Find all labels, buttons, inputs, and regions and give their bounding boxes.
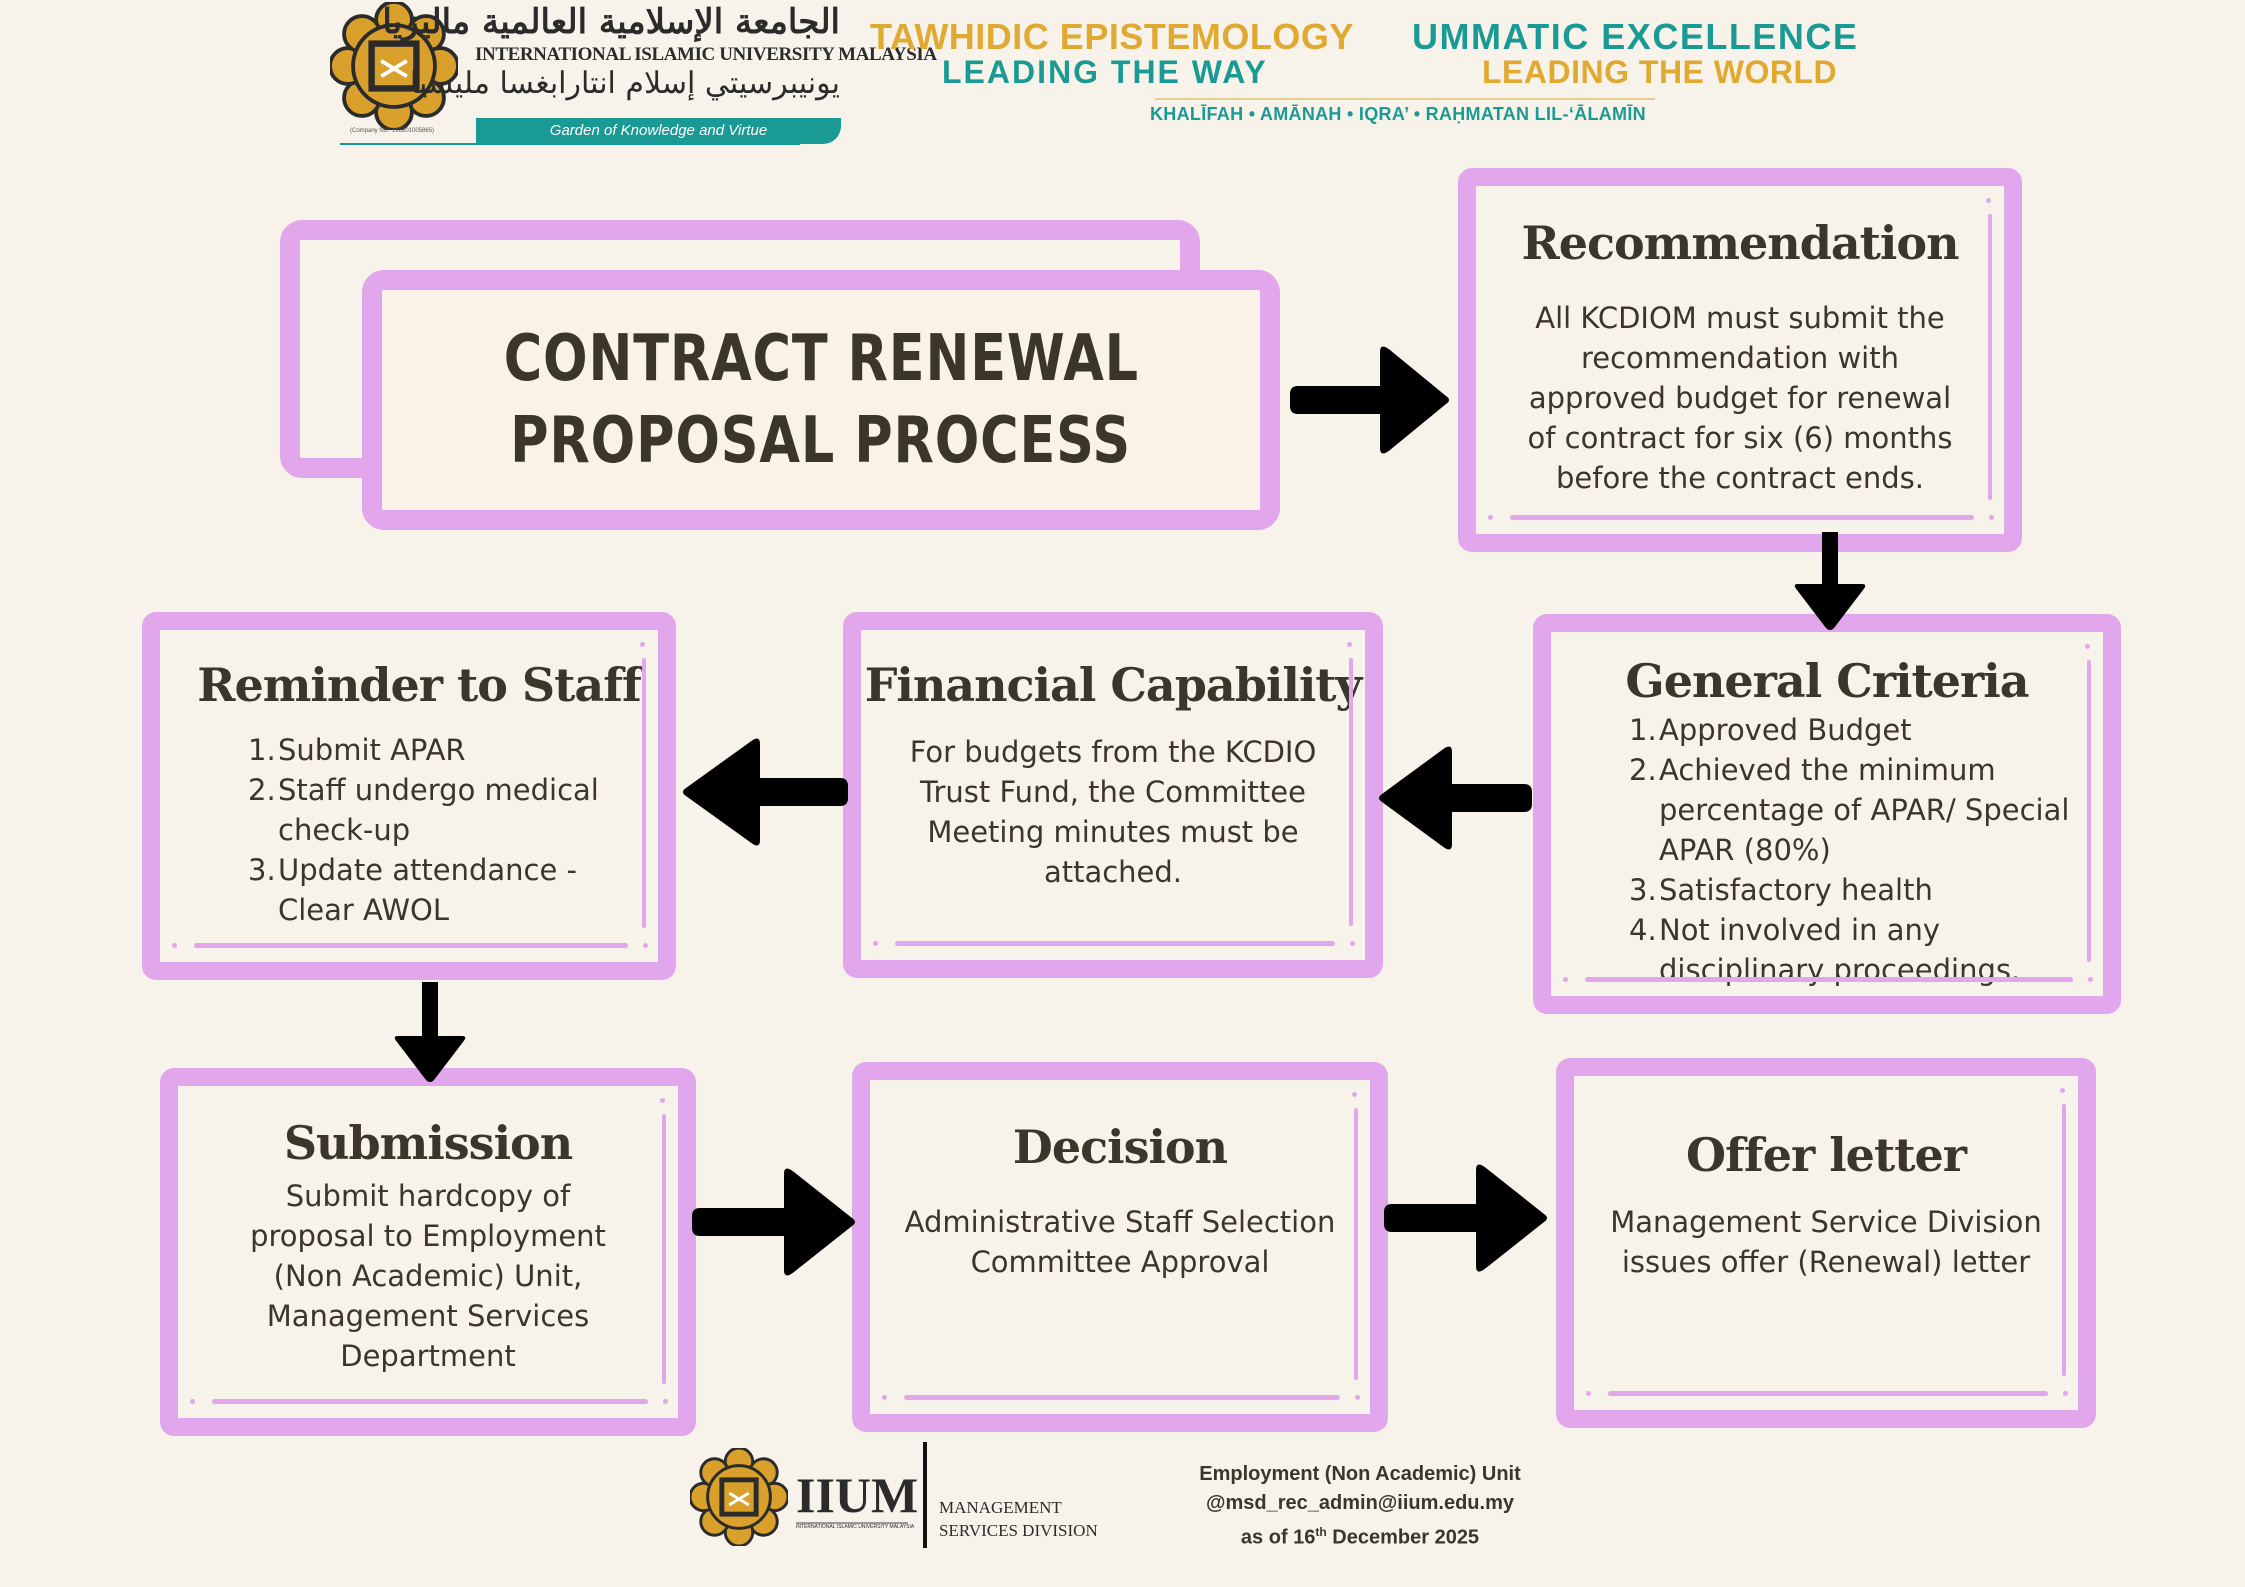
page-title-line1: CONTRACT RENEWAL [503, 322, 1139, 396]
arrow-left-icon [1374, 740, 1534, 856]
iium-header-logo: الجامعة الإسلامية العالمية ماليزيا INTER… [330, 0, 937, 148]
step-description: Administrative Staff Selection Committee… [904, 1205, 1336, 1279]
iium-emblem-icon [690, 1448, 788, 1546]
arrow-right-icon [1382, 1158, 1554, 1278]
page-title-line2: PROPOSAL PROCESS [510, 404, 1132, 478]
footer-contact: Employment (Non Academic) Unit @msd_rec_… [1150, 1460, 1570, 1553]
list-item: 4.Not involved in any disciplinary proce… [1629, 913, 2021, 987]
step-offer-letter: Offer letter Management Service Division… [1556, 1058, 2096, 1428]
tagline-underline [340, 143, 800, 145]
arrow-right-icon [690, 1162, 862, 1282]
reminder-list: 1.Submit APAR 2.Staff undergo medical ch… [248, 730, 638, 930]
step-decision: Decision Administrative Staff Selection … [852, 1062, 1388, 1432]
motto-divider [1155, 98, 1655, 100]
list-item: 2.Achieved the minimum percentage of APA… [1629, 753, 2070, 867]
list-item: 3.Update attendance - Clear AWOL [248, 853, 578, 927]
footer-divider [923, 1442, 927, 1548]
division-name-line1: MANAGEMENT [939, 1498, 1062, 1517]
step-title: Offer letter [1686, 1128, 1967, 1182]
step-description: All KCDIOM must submit the recommendatio… [1527, 301, 1953, 495]
contact-email[interactable]: @msd_rec_admin@iium.edu.my [1206, 1492, 1514, 1514]
tagline: Garden of Knowledge and Virtue [476, 118, 841, 144]
step-title: General Criteria [1625, 654, 2029, 708]
list-item: 3.Satisfactory health [1629, 873, 1933, 907]
university-english-name: INTERNATIONAL ISLAMIC UNIVERSITY MALAYSI… [475, 44, 937, 65]
motto-line2-left: LEADING THE WAY [942, 54, 1268, 90]
as-of-date: as of 16th December 2025 [1240, 1525, 1480, 1549]
list-item: 1.Approved Budget [1629, 713, 1912, 747]
motto-values: KHALĪFAH • AMĀNAH • IQRA’ • RAḤMATAN LIL… [1150, 104, 1646, 124]
step-description: For budgets from the KCDIO Trust Fund, t… [909, 735, 1317, 889]
university-jawi-name: يونيبرسيتي إسلام انتارابغسا مليسيا [409, 66, 840, 101]
footer-logo-rule [796, 1522, 908, 1524]
step-recommendation: Recommendation All KCDIOM must submit th… [1458, 168, 2022, 552]
arrow-down-icon [1792, 532, 1868, 632]
step-title: Decision [1012, 1120, 1228, 1174]
footer-logo-text: IIUM [796, 1467, 919, 1523]
step-title: Recommendation [1521, 216, 1959, 270]
arrow-right-icon [1288, 340, 1458, 460]
step-title: Financial Capability [864, 658, 1363, 712]
step-submission: Submission Submit hardcopy of proposal t… [160, 1068, 696, 1436]
step-description: Management Service Division issues offer… [1610, 1205, 2042, 1279]
list-item: 2.Staff undergo medical check-up [248, 773, 599, 847]
step-description: Submit hardcopy of proposal to Employmen… [250, 1179, 606, 1373]
motto-line1-left: TAWHIDIC EPISTEMOLOGY [870, 16, 1354, 57]
criteria-list: 1.Approved Budget 2.Achieved the minimum… [1629, 710, 2083, 990]
step-financial-capability: Financial Capability For budgets from th… [843, 612, 1383, 978]
company-number: (Company No.: 198301005865) [350, 128, 435, 134]
university-motto: TAWHIDIC EPISTEMOLOGY LEADING THE WAY UM… [870, 10, 1940, 140]
step-general-criteria: General Criteria 1.Approved Budget 2.Ach… [1533, 614, 2121, 1014]
iium-emblem-icon [330, 2, 458, 130]
step-title: Reminder to Staff [197, 658, 642, 712]
unit-name: Employment (Non Academic) Unit [1199, 1463, 1521, 1485]
motto-line2-right: LEADING THE WORLD [1482, 54, 1838, 90]
motto-line1-right: UMMATIC EXCELLENCE [1412, 16, 1859, 57]
arrow-down-icon [392, 982, 468, 1084]
list-item: 1.Submit APAR [248, 733, 466, 767]
step-title: Submission [283, 1116, 573, 1170]
arrow-left-icon [678, 732, 850, 852]
step-reminder-to-staff: Reminder to Staff 1.Submit APAR 2.Staff … [142, 612, 676, 980]
footer-logo-subtext: INTERNATIONAL ISLAMIC UNIVERSITY MALAYSI… [796, 1524, 915, 1530]
university-arabic-name: الجامعة الإسلامية العالمية ماليزيا [382, 2, 840, 42]
division-name-line2: SERVICES DIVISION [939, 1521, 1098, 1540]
title-card: CONTRACT RENEWAL PROPOSAL PROCESS [362, 270, 1280, 530]
